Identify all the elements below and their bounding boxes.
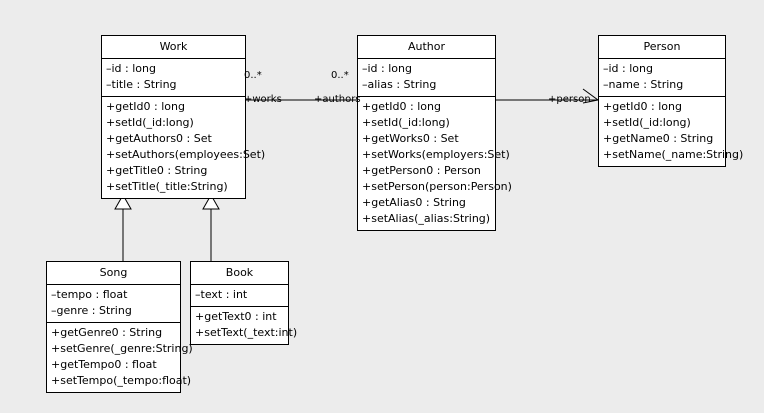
method-row: +getGenre0 : String <box>51 326 163 339</box>
attribute-row: –alias : String <box>362 78 437 91</box>
attribute-compartment-work: –id : long –title : String <box>102 59 245 97</box>
method-row: +setAlias(_alias:String) <box>362 212 491 225</box>
class-box-person[interactable]: Person –id : long –name : String +getId0… <box>598 35 744 167</box>
class-box-book[interactable]: Book –text : int +getText0 : int +setTex… <box>190 261 298 345</box>
method-row: +setId(_id:long) <box>106 116 194 129</box>
method-row: +getPerson0 : Person <box>362 164 481 177</box>
attribute-row: –id : long <box>603 62 653 75</box>
class-name-person: Person <box>599 36 725 59</box>
attribute-row: –text : int <box>195 288 248 301</box>
method-row: +setTitle(_title:String) <box>106 180 228 193</box>
method-row: +setPerson(person:Person) <box>362 180 512 193</box>
attribute-row: –id : long <box>362 62 412 75</box>
attribute-row: –title : String <box>106 78 177 91</box>
class-name-book: Book <box>191 262 288 285</box>
method-row: +setWorks(employers:Set) <box>362 148 510 161</box>
method-row: +getId0 : long <box>362 100 441 113</box>
attribute-compartment-person: –id : long –name : String <box>599 59 725 97</box>
method-compartment-work: +getId0 : long +setId(_id:long) +getAuth… <box>102 97 266 198</box>
method-row: +getTempo0 : float <box>51 358 157 371</box>
method-compartment-author: +getId0 : long +setId(_id:long) +getWork… <box>358 97 512 230</box>
attribute-row: –genre : String <box>51 304 132 317</box>
attribute-row: –name : String <box>603 78 684 91</box>
method-row: +setId(_id:long) <box>603 116 691 129</box>
attribute-compartment-author: –id : long –alias : String <box>358 59 495 97</box>
role-label-person: +person <box>548 94 591 105</box>
method-row: +setGenre(_genre:String) <box>51 342 193 355</box>
method-row: +getId0 : long <box>603 100 682 113</box>
method-row: +setTempo(_tempo:float) <box>51 374 192 387</box>
method-compartment-song: +getGenre0 : String +setGenre(_genre:Str… <box>47 323 193 392</box>
class-name-song: Song <box>47 262 180 285</box>
method-row: +setId(_id:long) <box>362 116 450 129</box>
method-row: +getName0 : String <box>603 132 714 145</box>
method-row: +setText(_text:int) <box>195 326 298 339</box>
class-name-author: Author <box>358 36 495 59</box>
attribute-compartment-book: –text : int <box>191 285 288 307</box>
method-compartment-person: +getId0 : long +setId(_id:long) +getName… <box>599 97 744 166</box>
class-box-song[interactable]: Song –tempo : float –genre : String +get… <box>46 261 193 393</box>
method-row: +getText0 : int <box>195 310 277 323</box>
attribute-row: –id : long <box>106 62 156 75</box>
method-row: +getAuthors0 : Set <box>106 132 212 145</box>
class-name-work: Work <box>102 36 245 59</box>
method-compartment-book: +getText0 : int +setText(_text:int) <box>191 307 298 344</box>
class-box-author[interactable]: Author –id : long –alias : String +getId… <box>357 35 512 231</box>
attribute-compartment-song: –tempo : float –genre : String <box>47 285 180 323</box>
method-row: +getWorks0 : Set <box>362 132 459 145</box>
method-row: +getAlias0 : String <box>362 196 466 209</box>
role-label-authors: +authors <box>314 94 361 105</box>
multiplicity-label-work-end: 0..* <box>244 70 262 81</box>
method-row: +getTitle0 : String <box>106 164 208 177</box>
multiplicity-label-author-end: 0..* <box>331 70 349 81</box>
method-row: +setName(_name:String) <box>603 148 744 161</box>
method-row: +getId0 : long <box>106 100 185 113</box>
method-row: +setAuthors(employees:Set) <box>106 148 266 161</box>
class-box-work[interactable]: Work –id : long –title : String +getId0 … <box>101 35 266 199</box>
attribute-row: –tempo : float <box>51 288 128 301</box>
role-label-works: +works <box>244 94 282 105</box>
